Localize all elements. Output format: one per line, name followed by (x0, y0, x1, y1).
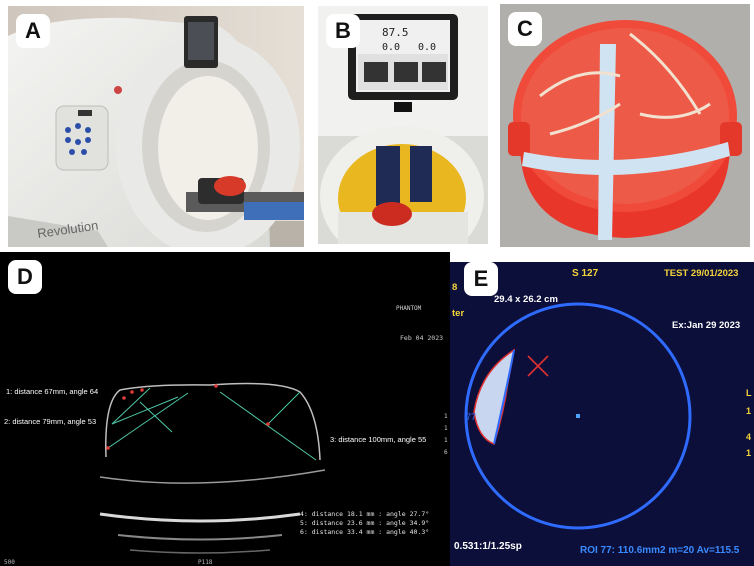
svg-text:1: 1 (444, 437, 448, 444)
scan-date: Feb 04 2023 (400, 334, 443, 342)
panel-b-bore-photo: 87.5 0.0 0.0 B (318, 6, 488, 244)
panel-c-phantom-bowl-photo: C (500, 4, 750, 247)
panel-a-ct-scanner-photo: Revolution A (8, 6, 304, 247)
svg-text:4: 4 (746, 432, 751, 442)
panel-b-letter: B (326, 14, 360, 48)
measurement-label-1: 1: distance 67mm, angle 64 (6, 387, 98, 396)
phantom-label: PHANTOM (396, 305, 422, 312)
panel-e-letter: E (464, 262, 498, 296)
measurement-label-6: 6: distance 33.4 mm : angle 40.3° (300, 528, 429, 536)
roi-number-label: 77 (466, 412, 476, 422)
measurement-label-2: 2: distance 79mm, angle 53 (4, 417, 96, 426)
scale-left-label: 500 (4, 559, 15, 566)
svg-text:1: 1 (444, 413, 448, 420)
gantry-display-left-value: 0.0 (382, 42, 400, 53)
roi-screen-illustration: S 127 TEST 29/01/2023 8 29.4 x 26.2 cm t… (450, 262, 754, 566)
panel-c-letter: C (508, 12, 542, 46)
svg-text:1: 1 (746, 406, 751, 416)
svg-text:6: 6 (444, 449, 448, 456)
phantom-bowl-illustration (500, 4, 750, 247)
ct-scanner-illustration: Revolution (8, 6, 304, 247)
panel-d-letter: D (8, 260, 42, 294)
measurement-label-5: 5: distance 23.6 mm : angle 34.9° (300, 519, 429, 527)
fov-size: 29.4 x 26.2 cm (494, 294, 558, 305)
exam-date: Ex:Jan 29 2023 (672, 320, 740, 331)
bore-view-illustration: 87.5 0.0 0.0 (318, 6, 488, 244)
svg-text:1: 1 (444, 425, 448, 432)
roi-statistics: ROI 77: 110.6mm2 m=20 Av=115.5 (580, 545, 740, 556)
slice-info: 0.531:1/1.25sp (454, 541, 522, 552)
gantry-display-right-value: 0.0 (418, 42, 436, 53)
series-label: S 127 (572, 268, 599, 279)
measurement-label-4: 4: distance 18.1 mm : angle 27.7° (300, 510, 429, 518)
panel-d-ct-measurement-image: 1: distance 67mm, angle 64 2: distance 7… (0, 252, 450, 566)
test-date: TEST 29/01/2023 (664, 268, 738, 279)
fov-prefix: 8 (452, 282, 457, 293)
gantry-display-top-value: 87.5 (382, 26, 409, 39)
svg-text:L: L (746, 388, 752, 398)
ct-slice-measurements: 1: distance 67mm, angle 64 2: distance 7… (0, 252, 450, 566)
measurement-label-3: 3: distance 100mm, angle 55 (330, 435, 426, 444)
scale-mid-label: P118 (198, 559, 213, 566)
panel-a-letter: A (16, 14, 50, 48)
panel-e-roi-screen-photo: S 127 TEST 29/01/2023 8 29.4 x 26.2 cm t… (450, 262, 754, 566)
filter-label: ter (452, 308, 464, 319)
svg-text:1: 1 (746, 448, 751, 458)
